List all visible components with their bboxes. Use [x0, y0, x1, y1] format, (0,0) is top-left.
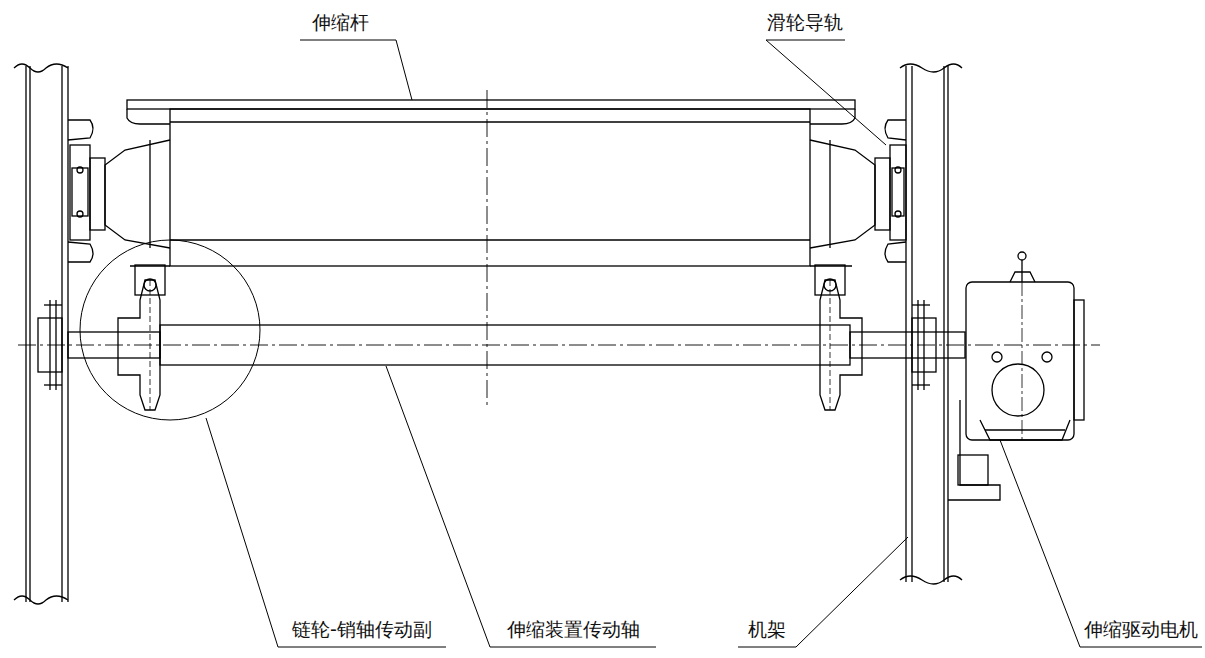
left-pulley [68, 120, 170, 262]
part-label: 伸缩驱动电机 [1084, 617, 1198, 641]
left-frame [14, 64, 68, 604]
part-label: 伸缩装置传动轴 [507, 617, 640, 641]
drive-shaft [38, 300, 965, 390]
part-label: 伸缩杆 [312, 10, 369, 34]
leader-line [206, 40, 1202, 647]
part-label: 滑轮导轨 [767, 10, 843, 34]
right-pulley [810, 120, 906, 262]
centre-line [487, 90, 488, 405]
telescopic-rod [127, 100, 855, 266]
right-frame [900, 64, 962, 584]
centre-line [18, 345, 1100, 346]
detail-circle [80, 240, 260, 420]
part-label: 链轮-销轴传动副 [292, 617, 432, 641]
sprocket [118, 265, 862, 410]
part-label: 机架 [748, 617, 786, 641]
drive-motor [948, 252, 1084, 500]
